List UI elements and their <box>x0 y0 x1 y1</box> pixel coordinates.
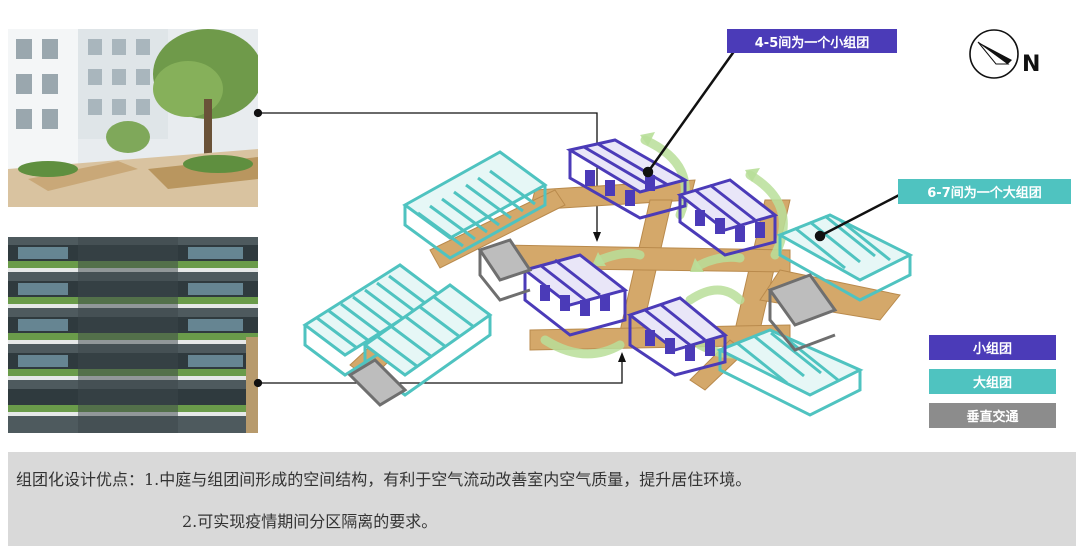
large-group-modules <box>302 150 914 417</box>
note-line-2: 2.可实现疫情期间分区隔离的要求。 <box>182 512 438 531</box>
courtyard-photo-icon <box>8 29 258 207</box>
large-group-right-upper <box>776 213 914 302</box>
design-advantages-note: 组团化设计优点：1.中庭与组团间形成的空间结构，有利于空气流动改善室内空气质量，… <box>8 452 1076 546</box>
green-facade-building-photo-icon <box>8 237 258 433</box>
building-facade-photo <box>8 237 258 433</box>
small-group-top-right <box>676 178 779 257</box>
compass-icon <box>969 29 1019 79</box>
vertical-core-left-base <box>478 250 531 302</box>
large-group-top-left <box>402 150 548 260</box>
north-label: N <box>1022 52 1041 77</box>
north-compass <box>968 28 1022 86</box>
small-group-modules <box>521 138 779 377</box>
callout-leader-large <box>814 190 906 242</box>
courtyard-photo <box>8 29 258 207</box>
large-group-callout-label: 6-7间为一个大组团 <box>898 179 1071 204</box>
large-group-left-lower <box>362 283 493 397</box>
legend-small-group: 小组团 <box>929 335 1056 360</box>
large-group-right-lower <box>716 328 864 417</box>
legend-large-group: 大组团 <box>929 369 1056 394</box>
small-group-center-left <box>521 253 629 337</box>
vertical-core-right <box>767 273 838 327</box>
note-line-1: 组团化设计优点：1.中庭与组团间形成的空间结构，有利于空气流动改善室内空气质量，… <box>16 470 752 489</box>
legend-vertical-traffic: 垂直交通 <box>929 403 1056 428</box>
airflow-arrowheads <box>592 132 760 272</box>
small-group-callout-label: 4-5间为一个小组团 <box>727 29 897 53</box>
callout-leader-small <box>642 49 737 178</box>
small-group-center-right <box>626 296 729 377</box>
vertical-core-bottom <box>347 358 408 407</box>
vertical-core-left <box>477 238 533 282</box>
vertical-core-right-base <box>768 290 836 352</box>
vertical-traffic-cores <box>347 238 838 407</box>
